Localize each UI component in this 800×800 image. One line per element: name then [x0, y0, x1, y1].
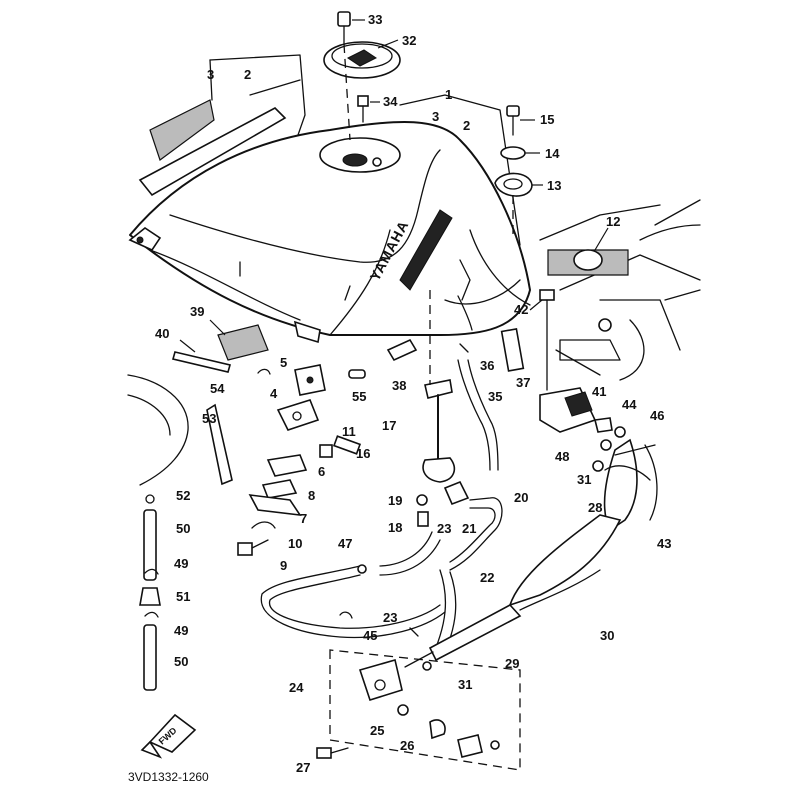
callout-24: 24 [289, 680, 304, 695]
callout-12: 12 [606, 214, 620, 229]
mount-hardware [494, 105, 533, 240]
fuel-tank: YAMAHA [128, 120, 531, 344]
callout-14: 14 [545, 146, 560, 161]
callout-18: 18 [388, 520, 402, 535]
callout-36: 36 [480, 358, 494, 373]
callout-33: 33 [368, 12, 382, 27]
fuel-cock [416, 290, 525, 527]
callout-50-bottom: 50 [174, 654, 188, 669]
callout-3-right: 3 [432, 109, 439, 124]
callout-32: 32 [402, 33, 416, 48]
callout-5: 5 [280, 355, 287, 370]
frame-right [539, 199, 701, 381]
callout-25: 25 [370, 723, 384, 738]
callout-23-bottom: 23 [383, 610, 397, 625]
left-rail [127, 374, 189, 691]
callout-53: 53 [202, 411, 216, 426]
callout-1-right: 1 [445, 87, 452, 102]
callout-55: 55 [352, 389, 366, 404]
callout-labels: 33 32 34 3 2 1 3 2 15 14 13 12 42 39 40 … [155, 12, 671, 775]
callout-26: 26 [400, 738, 414, 753]
callout-45: 45 [363, 628, 377, 643]
callout-52: 52 [176, 488, 190, 503]
callout-40: 40 [155, 326, 169, 341]
decal-left [138, 54, 306, 197]
callout-34: 34 [383, 94, 398, 109]
callout-21: 21 [462, 521, 476, 536]
callout-23-top: 23 [437, 521, 451, 536]
callout-35: 35 [488, 389, 502, 404]
callout-19: 19 [388, 493, 402, 508]
callout-20: 20 [514, 490, 528, 505]
callout-17: 17 [382, 418, 396, 433]
callout-54: 54 [210, 381, 225, 396]
callout-51: 51 [176, 589, 190, 604]
callout-31-bottom: 31 [458, 677, 472, 692]
callout-41: 41 [592, 384, 606, 399]
callout-13: 13 [547, 178, 561, 193]
callout-leaders [179, 19, 609, 353]
callout-7: 7 [300, 511, 307, 526]
callout-38: 38 [392, 378, 406, 393]
callout-31-top: 31 [577, 472, 591, 487]
callout-11: 11 [342, 424, 356, 439]
callout-48: 48 [555, 449, 569, 464]
callout-44: 44 [622, 397, 637, 412]
exhaust-system [404, 438, 658, 668]
callout-39: 39 [190, 304, 204, 319]
callout-42: 42 [514, 302, 528, 317]
callout-47: 47 [338, 536, 352, 551]
callout-2-left: 2 [244, 67, 251, 82]
callout-3-left: 3 [207, 67, 214, 82]
drawing-code: 3VD1332-1260 [128, 770, 209, 784]
callout-22: 22 [480, 570, 494, 585]
callout-49-top: 49 [174, 556, 188, 571]
detail-inset [316, 611, 521, 771]
callout-30: 30 [600, 628, 614, 643]
callout-27: 27 [296, 760, 310, 775]
callout-50-top: 50 [176, 521, 190, 536]
callout-28: 28 [588, 500, 602, 515]
callout-43: 43 [657, 536, 671, 551]
callout-29: 29 [505, 656, 519, 671]
callout-15: 15 [540, 112, 554, 127]
hoses [260, 359, 503, 653]
small-parts-left [172, 324, 418, 556]
callout-4: 4 [270, 386, 278, 401]
filler-cap [323, 11, 401, 141]
fwd-arrow-icon: FWD [140, 713, 197, 759]
callout-46: 46 [650, 408, 664, 423]
callout-37: 37 [516, 375, 530, 390]
callout-2-right: 2 [463, 118, 470, 133]
callout-6: 6 [318, 464, 325, 479]
callout-9: 9 [280, 558, 287, 573]
callout-49-bottom: 49 [174, 623, 188, 638]
callout-8: 8 [308, 488, 315, 503]
fuel-pump [539, 289, 626, 472]
callout-16: 16 [356, 446, 370, 461]
callout-10: 10 [288, 536, 302, 551]
